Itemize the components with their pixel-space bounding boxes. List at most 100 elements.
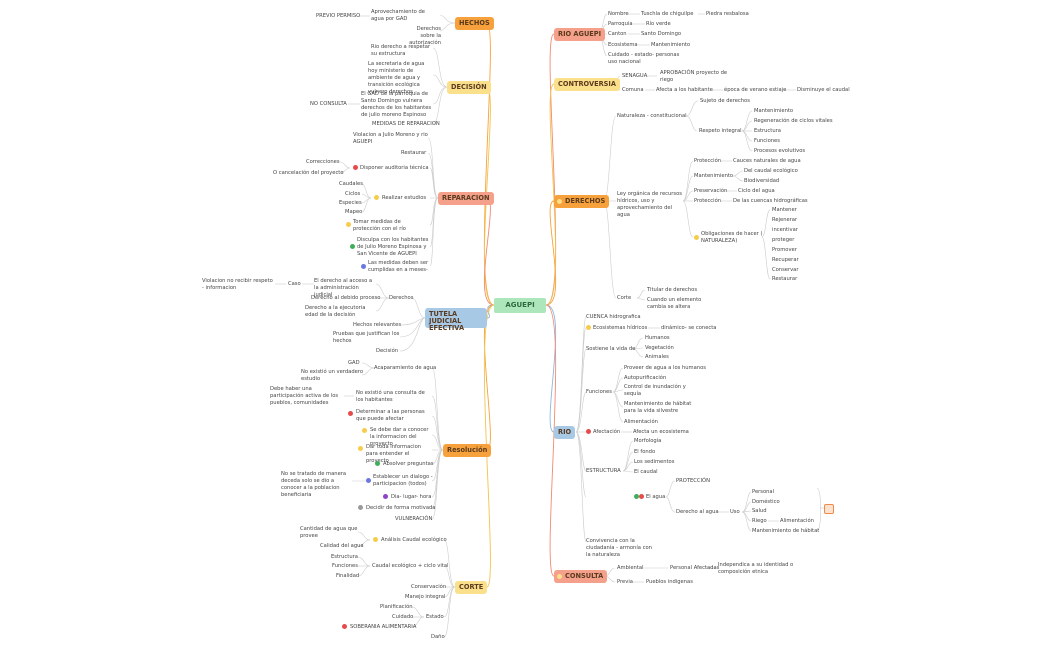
corte-item-5[interactable]: Estado [426, 614, 444, 620]
topic-decision[interactable]: DECISIÓN [447, 81, 491, 94]
derechos-item-3[interactable]: Corte [617, 295, 632, 301]
corte-estado-1[interactable]: Planificación [380, 604, 413, 610]
respeto-3[interactable]: Estructura [754, 128, 781, 134]
ley-value-2[interactable]: Del caudal ecológico [744, 168, 798, 174]
funcion-5[interactable]: Alimentación [624, 419, 658, 425]
corte-caudal-3[interactable]: Finalidad [336, 573, 360, 579]
consulta-ambiental-2[interactable]: Independica a su identidad o composición… [718, 562, 794, 575]
rio-item-7[interactable]: El agua [646, 494, 666, 500]
rio-aguepi-item-5[interactable]: Cuidado - estado- personas uso nacional [608, 52, 680, 65]
decision-item-4[interactable]: MEDIDAS DE REPARACION [372, 121, 440, 127]
resolucion-item-2[interactable]: No existió una consulta de los habitante… [356, 390, 425, 403]
rio-item-3[interactable]: Sostiene la vida de [586, 346, 636, 352]
rio-aguepi-value-3[interactable]: Santo Domingo [641, 31, 682, 37]
vida-1[interactable]: Humanos [645, 335, 670, 341]
center-topic-aguepi[interactable]: AGUEPI [494, 298, 546, 313]
topic-resolucion[interactable]: Resolución [443, 444, 492, 457]
obligacion-3[interactable]: incentivar [772, 227, 798, 233]
estudios-sub-2[interactable]: Ciclos [345, 191, 361, 197]
tutela-caso-sub[interactable]: Violacion no recibir respeto - informaci… [202, 278, 273, 291]
obligacion-5[interactable]: Promover [772, 247, 797, 253]
obligacion-1[interactable]: Mantener [772, 207, 797, 213]
rio-uso[interactable]: Uso [730, 509, 740, 515]
topic-controversia[interactable]: CONTROVERSIA [554, 78, 620, 91]
rio-aguepi-item-1[interactable]: Nombre [608, 11, 629, 17]
resolucion-item-7[interactable]: Establecer un dialogo - participacion (t… [373, 474, 433, 487]
ley-2[interactable]: Mantenimiento [694, 173, 734, 179]
topic-reparacion[interactable]: REPARACION [438, 192, 494, 205]
consulta-previa[interactable]: Pueblos indigenas [646, 579, 693, 585]
rio-aguepi-value-2[interactable]: Río verde [646, 21, 671, 27]
corte-derechos-1[interactable]: Titular de derechos [647, 287, 698, 293]
estudios-sub-4[interactable]: Mapeo [345, 209, 363, 215]
resolucion-item-4[interactable]: Se debe dar a conocer la informacion del… [370, 427, 429, 447]
derechos-item-1[interactable]: Naturaleza - constitucional [617, 113, 687, 119]
consulta-item-2[interactable]: Previa [617, 579, 633, 585]
derechos-item-2[interactable]: Ley orgánica de recursos hídricos, uso y… [617, 191, 683, 218]
tutela-derechos[interactable]: Derechos [389, 295, 414, 301]
corte-estado-2[interactable]: Cuidado [392, 614, 414, 620]
ley-value-1[interactable]: Cauces naturales de agua [733, 158, 801, 164]
corte-estado-3[interactable]: SOBERANIA ALIMENTARIA [350, 624, 417, 630]
topic-rio[interactable]: RIO [554, 426, 576, 439]
topic-rio-aguepi[interactable]: RIO AGUEPI [554, 28, 606, 41]
vida-3[interactable]: Animales [645, 354, 669, 360]
ley-1[interactable]: Protección [694, 158, 722, 164]
tutela-derecho-3[interactable]: Derecho a la ejecutoria edad de la decis… [305, 305, 366, 318]
corte-item-2[interactable]: Caudal ecológico + ciclo vital [372, 563, 449, 569]
ley-value-5[interactable]: De las cuencas hidrográficas [733, 198, 808, 204]
reparacion-item-3[interactable]: Disponer auditoria técnica [360, 165, 429, 171]
controversia-item-1[interactable]: SENAGUA [622, 73, 648, 79]
tutela-pruebas[interactable]: Pruebas que justifican los hechos [333, 331, 400, 344]
ley-4[interactable]: Protección [694, 198, 722, 204]
rio-item-1[interactable]: CUENCA hidrografica [586, 314, 641, 320]
hechos-item-2[interactable]: Derechos sobre la autorización [409, 26, 441, 46]
reparacion-item-1[interactable]: Violacion a Julio Moreno y rio AGUEPI [353, 132, 428, 145]
hechos-sub[interactable]: PREVIO PERMISO [316, 13, 361, 19]
corte-item-4[interactable]: Manejo integral [405, 594, 446, 600]
decision-item-2[interactable]: La secretaria de agua hoy ministerio de … [368, 61, 425, 95]
reparacion-item-6[interactable]: Disculpa con los habitantes de Julio Mor… [357, 237, 429, 257]
reparacion-item-4[interactable]: Realizar estudios [382, 195, 427, 201]
obligacion-8[interactable]: Restaurar [772, 276, 798, 282]
reparacion-item-2[interactable]: Restaurar [401, 150, 427, 156]
ley-3[interactable]: Preservación [694, 188, 728, 194]
corte-item-3[interactable]: Conservación [411, 584, 447, 590]
rio-afectacion[interactable]: Afecta un ecosistema [633, 429, 689, 435]
estructura-1[interactable]: Morfología [634, 438, 662, 444]
tutela-derecho-2[interactable]: Derecho al debido proceso [311, 295, 381, 301]
decision-item-3[interactable]: El GAD de la parroquia de Santo Domingo … [361, 91, 432, 118]
rio-item-6[interactable]: ESTRUCTURA [586, 468, 621, 474]
estructura-2[interactable]: El fondo [634, 449, 656, 455]
respeto-2[interactable]: Regeneración de ciclos vitales [754, 118, 833, 124]
funcion-1[interactable]: Proveer de agua a los humanos [624, 365, 706, 371]
tutela-caso[interactable]: Caso [288, 281, 301, 287]
uso-2[interactable]: Doméstico [752, 499, 780, 505]
corte-analisis-1[interactable]: Cantidad de agua que provee [300, 526, 358, 539]
funcion-4[interactable]: Mantenimiento de hábitat para la vida si… [624, 401, 692, 414]
topic-hechos[interactable]: HECHOS [455, 17, 494, 30]
resolucion-item-10[interactable]: VULNERACIÓN [395, 516, 433, 522]
rio-item-4[interactable]: Funciones [586, 389, 612, 395]
decision-item-1[interactable]: Rio derecho a respetar su estructura [371, 44, 431, 57]
resolucion-item-6[interactable]: Absolver preguntas [383, 461, 434, 467]
obligacion-4[interactable]: proteger [772, 237, 795, 243]
corte-caudal-1[interactable]: Estructura [331, 554, 358, 560]
topic-consulta[interactable]: CONSULTA [554, 570, 608, 583]
controversia-senagua[interactable]: APROBACIÓN proyecto de riego [660, 70, 728, 83]
resolucion-item-3[interactable]: Determinar a las personas que puede afec… [356, 409, 425, 422]
obligacion-7[interactable]: Conservar [772, 267, 799, 273]
uso-riego[interactable]: Alimentación [780, 518, 814, 524]
reparacion-item-5[interactable]: Tomar medidas de protección con el río [353, 219, 406, 232]
ley-value-3[interactable]: Biodiversidad [744, 178, 780, 184]
corte-caudal-2[interactable]: Funciones [332, 563, 358, 569]
funcion-3[interactable]: Control de inundación y sequía [624, 384, 686, 397]
controversia-comuna-3[interactable]: Disminuye el caudal [797, 87, 850, 93]
topic-corte[interactable]: CORTE [455, 581, 488, 594]
rio-aguepi-item-3[interactable]: Canton [608, 31, 627, 37]
controversia-item-2[interactable]: Comuna [622, 87, 644, 93]
rio-aguepi-value-4[interactable]: Mantenimiento [651, 42, 691, 48]
rio-item-2[interactable]: Ecosistemas hídricos [593, 325, 648, 331]
respeto-1[interactable]: Mantenimiento [754, 108, 794, 114]
tutela-hechos[interactable]: Hechos relevantes [353, 322, 402, 328]
